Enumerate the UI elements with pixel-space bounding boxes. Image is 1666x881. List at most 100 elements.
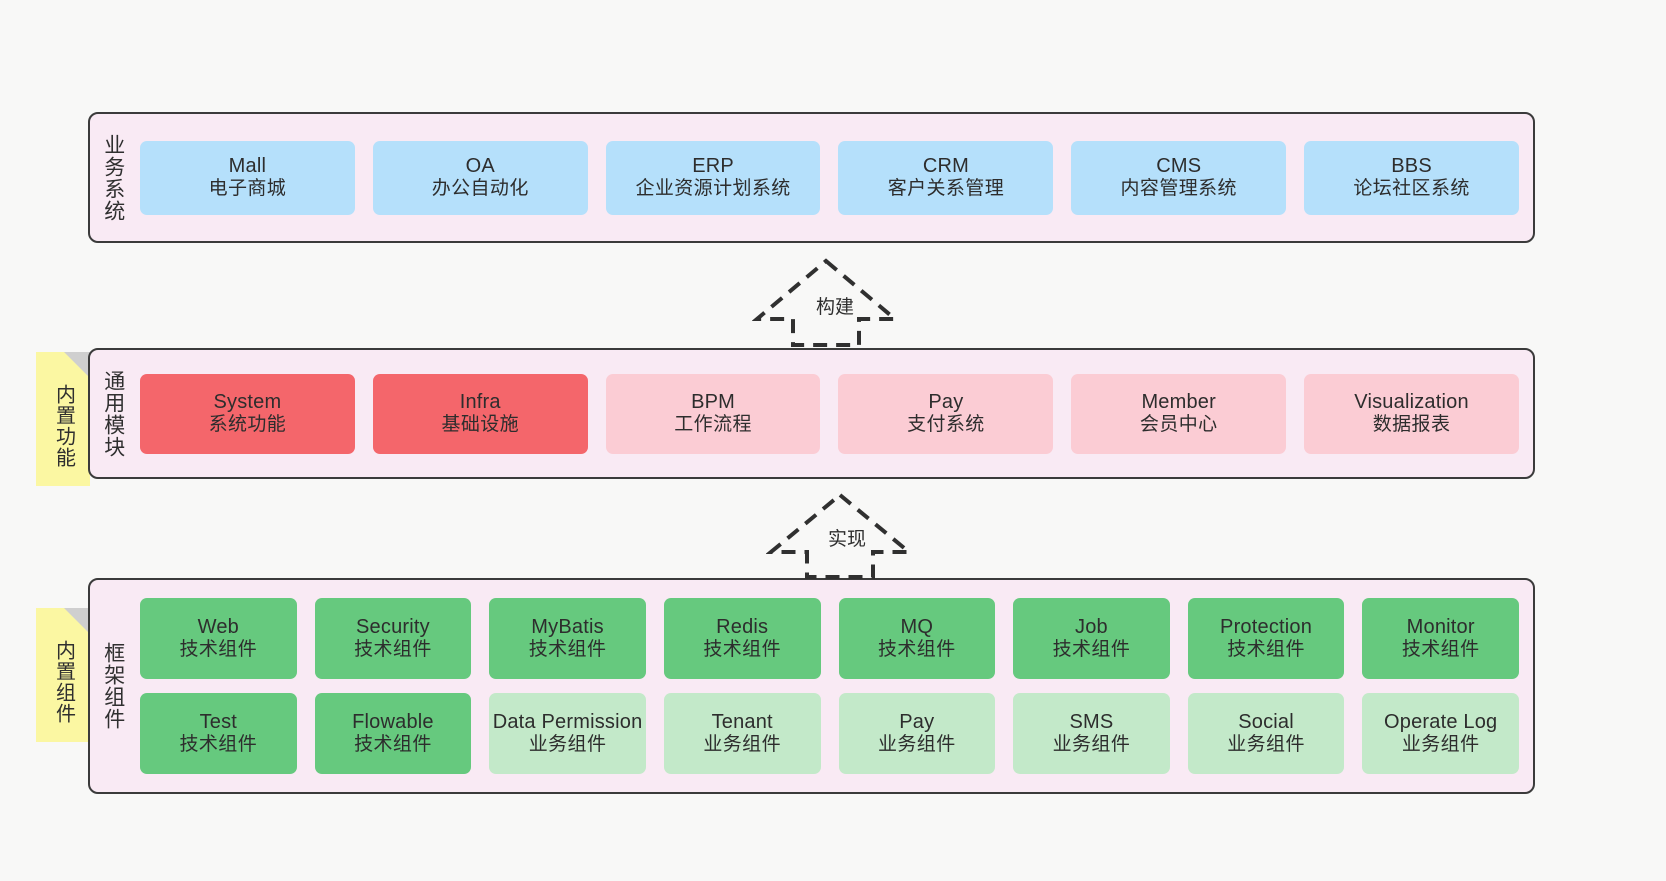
- card-title-en: Pay: [928, 391, 964, 414]
- sticky-note-label: 内置组件: [52, 640, 75, 724]
- card-mq[interactable]: MQ 技术组件: [838, 598, 996, 679]
- card-title-cn: 支付系统: [907, 414, 985, 436]
- card-social[interactable]: Social 业务组件: [1187, 693, 1345, 774]
- layer-body-modules: System 系统功能 Infra 基础设施 BPM 工作流程 Pay 支付系统…: [136, 350, 1533, 477]
- card-title-cn: 工作流程: [674, 414, 752, 436]
- sticky-note-label: 内置功能: [52, 384, 75, 468]
- card-operate-log[interactable]: Operate Log 业务组件: [1362, 693, 1519, 774]
- card-title-cn: 技术组件: [179, 734, 258, 756]
- card-title-cn: 技术组件: [528, 639, 607, 661]
- card-title-cn: 技术组件: [703, 639, 781, 661]
- card-title-en: Infra: [459, 391, 501, 414]
- card-title-en: Tenant: [711, 711, 773, 734]
- card-monitor[interactable]: Monitor 技术组件: [1362, 598, 1519, 679]
- card-title-cn: 业务组件: [528, 734, 607, 756]
- arrow-implement-icon: [766, 492, 914, 579]
- card-mybatis[interactable]: MyBatis 技术组件: [489, 598, 646, 679]
- card-infra[interactable]: Infra 基础设施: [372, 373, 588, 454]
- card-bpm[interactable]: BPM 工作流程: [605, 373, 821, 454]
- card-title-cn: 电子商城: [208, 178, 287, 200]
- card-pay-module[interactable]: Pay 支付系统: [838, 373, 1054, 454]
- card-title-en: OA: [465, 155, 495, 178]
- card-title-cn: 业务组件: [703, 734, 781, 756]
- card-title-en: Pay: [899, 711, 935, 734]
- layer-title-framework: 框架组件: [101, 642, 125, 730]
- card-title-cn: 办公自动化: [431, 178, 529, 200]
- card-test[interactable]: Test 技术组件: [140, 693, 297, 774]
- card-web[interactable]: Web 技术组件: [140, 598, 297, 679]
- card-system[interactable]: System 系统功能: [140, 373, 355, 454]
- card-title-en: BBS: [1391, 155, 1432, 178]
- card-oa[interactable]: OA 办公自动化: [372, 140, 588, 215]
- card-title-en: Member: [1141, 391, 1216, 414]
- card-redis[interactable]: Redis 技术组件: [663, 598, 821, 679]
- card-title-en: ERP: [692, 155, 734, 178]
- card-crm[interactable]: CRM 客户关系管理: [838, 140, 1054, 215]
- card-protection[interactable]: Protection 技术组件: [1187, 598, 1345, 679]
- card-tenant[interactable]: Tenant 业务组件: [663, 693, 821, 774]
- card-title-cn: 企业资源计划系统: [635, 178, 791, 200]
- card-visualization[interactable]: Visualization 数据报表: [1304, 373, 1519, 454]
- arrow-build-icon: [752, 258, 900, 347]
- card-title-cn: 业务组件: [878, 734, 956, 756]
- card-title-en: Redis: [716, 616, 769, 639]
- layer-common-modules: 通用模块 System 系统功能 Infra 基础设施 BPM 工作流程 Pay…: [88, 348, 1535, 479]
- layer-framework-components: 框架组件 Web 技术组件 Security 技术组件 MyBatis 技术组件…: [88, 578, 1535, 794]
- card-title-cn: 技术组件: [878, 639, 956, 661]
- card-title-cn: 系统功能: [208, 414, 287, 436]
- card-title-cn: 业务组件: [1401, 734, 1480, 756]
- card-title-en: Flowable: [352, 711, 434, 734]
- card-title-en: Visualization: [1354, 391, 1469, 414]
- layer-body-framework: Web 技术组件 Security 技术组件 MyBatis 技术组件 Redi…: [136, 580, 1533, 792]
- business-systems-row: Mall 电子商城 OA 办公自动化 ERP 企业资源计划系统 CRM 客户关系…: [140, 140, 1519, 215]
- card-erp[interactable]: ERP 企业资源计划系统: [605, 140, 821, 215]
- card-title-cn: 会员中心: [1139, 414, 1218, 436]
- card-security[interactable]: Security 技术组件: [314, 598, 472, 679]
- card-bbs[interactable]: BBS 论坛社区系统: [1304, 140, 1519, 215]
- card-title-cn: 技术组件: [1401, 639, 1480, 661]
- card-title-cn: 基础设施: [441, 414, 520, 436]
- card-sms[interactable]: SMS 业务组件: [1013, 693, 1170, 774]
- card-cms[interactable]: CMS 内容管理系统: [1071, 140, 1287, 215]
- card-job[interactable]: Job 技术组件: [1013, 598, 1170, 679]
- card-title-cn: 技术组件: [1052, 639, 1131, 661]
- arrow-build-label: 构建: [813, 292, 858, 319]
- sticky-fold-corner-icon: [64, 352, 90, 378]
- card-title-en: System: [213, 391, 282, 414]
- layer-title-business: 业务系统: [101, 133, 125, 222]
- card-title-en: Data Permission: [492, 711, 643, 734]
- layer-body-business: Mall 电子商城 OA 办公自动化 ERP 企业资源计划系统 CRM 客户关系…: [136, 114, 1533, 241]
- card-title-cn: 业务组件: [1227, 734, 1305, 756]
- card-title-cn: 技术组件: [179, 639, 258, 661]
- card-title-en: Web: [197, 616, 239, 639]
- card-member[interactable]: Member 会员中心: [1071, 373, 1287, 454]
- layer-title-modules: 通用模块: [101, 369, 125, 458]
- card-title-en: BPM: [691, 391, 736, 414]
- card-title-en: Operate Log: [1383, 711, 1498, 734]
- card-title-en: Protection: [1220, 616, 1313, 639]
- sticky-note-builtin-features: 内置功能: [36, 352, 90, 486]
- card-title-en: MyBatis: [531, 616, 604, 639]
- card-title-en: SMS: [1069, 711, 1114, 734]
- card-title-en: CRM: [922, 155, 969, 178]
- card-flowable[interactable]: Flowable 技术组件: [314, 693, 472, 774]
- card-pay-component[interactable]: Pay 业务组件: [838, 693, 996, 774]
- card-title-en: Job: [1075, 616, 1108, 639]
- card-title-cn: 技术组件: [1227, 639, 1305, 661]
- common-modules-row: System 系统功能 Infra 基础设施 BPM 工作流程 Pay 支付系统…: [140, 373, 1519, 454]
- card-title-cn: 论坛社区系统: [1353, 178, 1470, 200]
- card-mall[interactable]: Mall 电子商城: [140, 140, 355, 215]
- card-data-permission[interactable]: Data Permission 业务组件: [489, 693, 646, 774]
- sticky-fold-corner-icon: [64, 608, 90, 634]
- card-title-cn: 技术组件: [354, 639, 432, 661]
- sticky-note-builtin-components: 内置组件: [36, 608, 90, 742]
- card-title-en: Mall: [228, 155, 267, 178]
- card-title-en: Monitor: [1406, 616, 1475, 639]
- arrow-implement-label: 实现: [825, 524, 870, 551]
- card-title-cn: 数据报表: [1372, 414, 1451, 436]
- framework-business-components-row: Test 技术组件 Flowable 技术组件 Data Permission …: [140, 693, 1519, 774]
- card-title-cn: 技术组件: [354, 734, 432, 756]
- card-title-en: Social: [1238, 711, 1294, 734]
- card-title-cn: 内容管理系统: [1120, 178, 1237, 200]
- card-title-en: MQ: [900, 616, 934, 639]
